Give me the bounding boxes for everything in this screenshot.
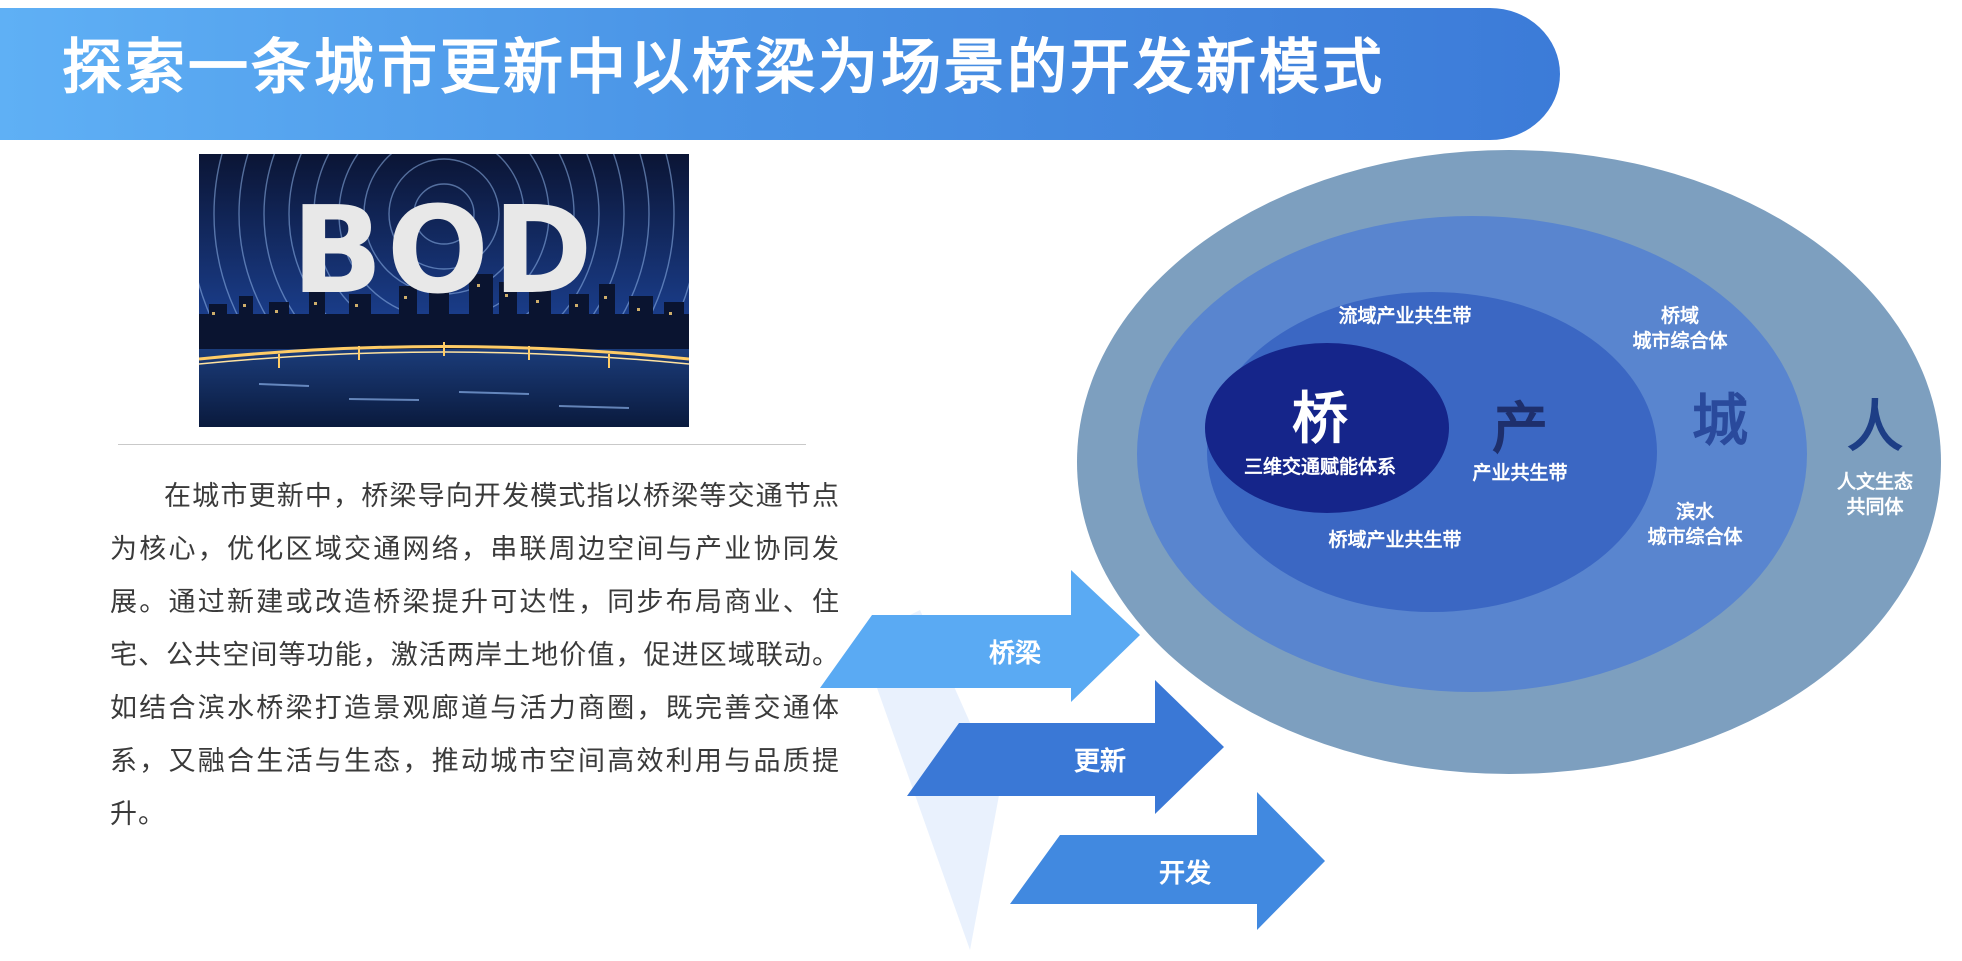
industry-bottom-label: 桥域产业共生带 bbox=[1328, 529, 1462, 551]
arrow-develop-shape bbox=[1010, 792, 1325, 930]
description-paragraph: 在城市更新中，桥梁导向开发模式指以桥梁等交通节点为核心，优化区域交通网络，串联周… bbox=[110, 481, 840, 830]
arrow-update-shape bbox=[907, 680, 1224, 814]
industry-char: 产 bbox=[1492, 397, 1548, 462]
outer-caption-line1: 人文生态 bbox=[1836, 471, 1913, 493]
page-title: 探索一条城市更新中以桥梁为场景的开发新模式 bbox=[62, 33, 1385, 103]
bod-city-night-image: BOD bbox=[199, 154, 689, 427]
bod-photo: BOD bbox=[199, 154, 689, 427]
nested-ellipse-diagram bbox=[1077, 150, 1941, 774]
city-top-label-line1: 桥域 bbox=[1660, 305, 1699, 327]
arrow-label-update: 更新 bbox=[1073, 747, 1126, 777]
arrow-label-develop: 开发 bbox=[1158, 859, 1211, 889]
industry-caption: 产业共生带 bbox=[1472, 462, 1568, 484]
header-banner bbox=[0, 8, 1560, 140]
divider bbox=[118, 444, 806, 445]
city-char: 城 bbox=[1692, 389, 1748, 454]
city-top-label-line2: 城市综合体 bbox=[1632, 330, 1728, 352]
arrow-bridge-shape bbox=[820, 570, 1140, 702]
core-caption: 三维交通赋能体系 bbox=[1243, 456, 1396, 478]
industry-top-label: 流域产业共生带 bbox=[1338, 305, 1472, 327]
city-bottom-label-line2: 城市综合体 bbox=[1647, 526, 1743, 548]
city-bottom-label-line1: 滨水 bbox=[1675, 501, 1714, 523]
bod-overlay-text: BOD bbox=[291, 182, 596, 321]
arrow-label-bridge: 桥梁 bbox=[988, 639, 1041, 669]
ring-bridge-core bbox=[1205, 343, 1449, 513]
outer-caption-line2: 共同体 bbox=[1846, 496, 1904, 518]
core-char-bridge: 桥 bbox=[1292, 387, 1348, 452]
process-arrows bbox=[820, 570, 1325, 950]
outer-char-human: 人 bbox=[1847, 395, 1903, 460]
